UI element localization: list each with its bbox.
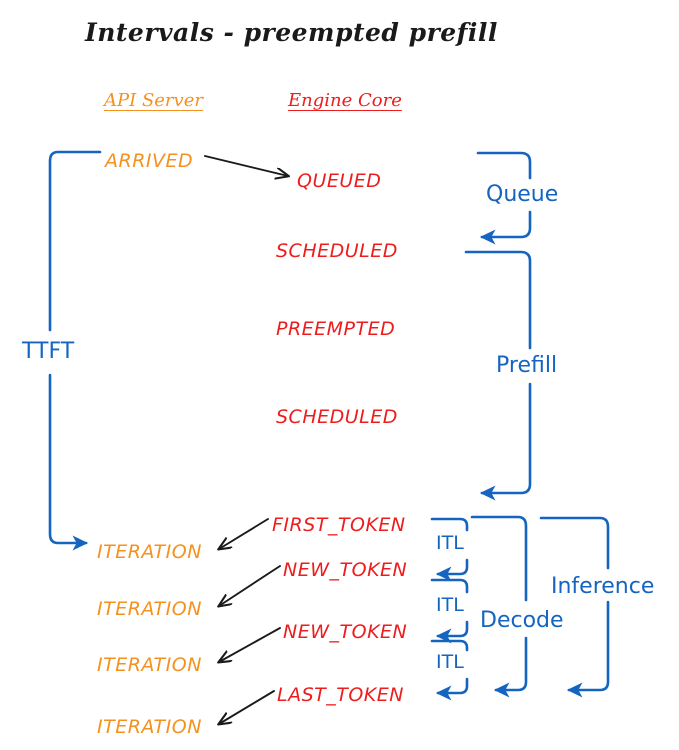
interval-label-itl-3: ITL (436, 651, 464, 673)
interval-label-ttft: TTFT (22, 339, 75, 364)
page-title: Intervals - preempted prefill (85, 18, 498, 47)
state-iteration-2: ITERATION (97, 598, 202, 620)
interval-label-itl-2: ITL (436, 594, 464, 616)
state-preempted: PREEMPTED (276, 318, 396, 340)
state-new-token-2: NEW_TOKEN (283, 621, 408, 643)
state-iteration-3: ITERATION (97, 654, 202, 676)
column-header-engine-core: Engine Core (288, 90, 402, 111)
arrow-arrived-to-queued (204, 155, 288, 176)
state-scheduled-2: SCHEDULED (276, 406, 398, 428)
arrow-first-token-to-iteration-1 (219, 518, 269, 549)
arrow-new-token-2-to-iteration-3 (219, 627, 281, 662)
state-first-token: FIRST_TOKEN (272, 514, 406, 536)
state-queued: QUEUED (297, 170, 382, 192)
state-scheduled-1: SCHEDULED (276, 240, 398, 262)
interval-label-queue: Queue (486, 182, 559, 207)
interval-label-inference: Inference (551, 574, 655, 599)
arrow-last-token-to-iteration-4 (219, 690, 275, 724)
bracket-decode (470, 515, 528, 698)
state-iteration-1: ITERATION (97, 541, 202, 563)
interval-label-itl-1: ITL (436, 532, 464, 554)
state-iteration-4: ITERATION (97, 716, 202, 738)
state-last-token: LAST_TOKEN (277, 684, 404, 706)
interval-label-prefill: Prefill (496, 353, 558, 378)
interval-label-decode: Decode (480, 608, 564, 633)
column-header-api-server: API Server (104, 90, 203, 111)
arrow-new-token-1-to-iteration-2 (219, 565, 281, 606)
bracket-inference (539, 516, 610, 698)
state-new-token-1: NEW_TOKEN (283, 559, 408, 581)
state-arrived: ARRIVED (105, 150, 194, 172)
